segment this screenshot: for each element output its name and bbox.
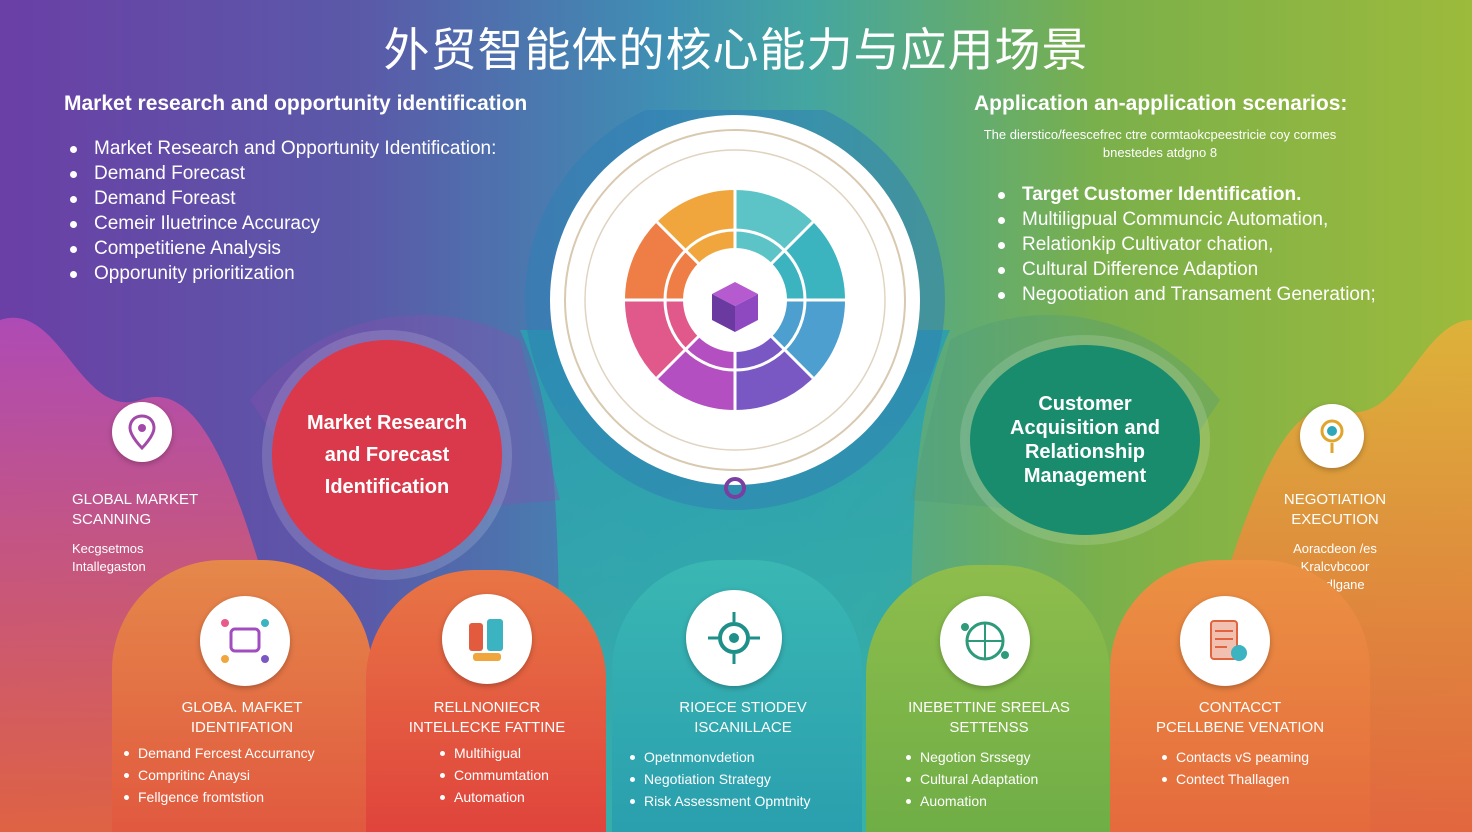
column-heading: CONTACCT	[1198, 699, 1282, 716]
customer-acquisition-circle: Customer Acquisition and Relationship Ma…	[970, 345, 1200, 535]
list-item: Negotion Srssegy	[904, 746, 1102, 768]
list-item: Relationkip Cultivator chation,	[994, 232, 1376, 257]
list-item: Cemeir Iluetrince Accuracy	[66, 211, 496, 236]
cube-icon	[712, 282, 758, 332]
column-heading: INEBETTINE SREELAS	[908, 699, 1070, 716]
list-item: Cultural Adaptation	[904, 768, 1102, 790]
location-pin-icon	[112, 402, 172, 462]
list-item: Auomation	[904, 790, 1102, 812]
circle-line: Market Research	[306, 412, 468, 434]
column-heading: GLOBA. MAFKET	[181, 699, 303, 716]
side-label: EXECUTION	[1291, 511, 1379, 528]
column-heading: ISCANILLACE	[694, 719, 792, 736]
list-item: Opetnmonvdetion	[628, 746, 858, 768]
right-panel-heading: Application an-application scenarios:	[974, 92, 1348, 115]
list-item: Multiligpual Communcic Automation,	[994, 207, 1376, 232]
circle-line: Identification	[324, 476, 450, 498]
list-item: Competitiene Analysis	[66, 236, 496, 261]
circle-line: and Forecast	[324, 444, 450, 466]
column-5-text: CONTACCT PCELLBENE VENATION Contacts vS …	[1120, 698, 1360, 790]
list-item: Automation	[438, 786, 602, 808]
column-4-text: INEBETTINE SREELAS SETTENSS Negotion Srs…	[876, 698, 1102, 812]
side-sub: Aoracdeon /es	[1293, 541, 1377, 556]
side-sub: Kralcvbcoor	[1300, 559, 1370, 574]
column-heading: INTELLECKE FATTINE	[408, 719, 566, 736]
left-panel-list: Market Research and Opportunity Identifi…	[66, 136, 496, 286]
circle-line: Management	[1023, 465, 1147, 487]
list-item: Target Customer Identification.	[994, 182, 1376, 207]
list-item: Demand Fercest Accurrancy	[122, 742, 362, 764]
side-sub: Intallegaston	[72, 559, 146, 574]
note-line: bnestedes atdgno 8	[1102, 145, 1218, 160]
list-item: Cultural Difference Adaption	[994, 257, 1376, 282]
network-icon	[200, 596, 290, 686]
list-item: Multihigual	[438, 742, 602, 764]
column-heading: SETTENSS	[949, 719, 1029, 736]
right-panel-list: Target Customer Identification. Multilig…	[994, 182, 1376, 307]
circle-line: Acquisition and	[1010, 417, 1160, 439]
column-heading: RIOECE STIODEV	[679, 699, 807, 716]
negotiation-icon	[1300, 404, 1364, 468]
negotiation-execution: NEGOTIATION EXECUTION Aoracdeon /es Kral…	[1270, 490, 1400, 594]
list-item: Risk Assessment Opmtnity	[628, 790, 858, 812]
gear-network-icon	[686, 590, 782, 686]
list-item: Compritinc Anaysi	[122, 764, 362, 786]
list-item: Commumtation	[438, 764, 602, 786]
column-heading: IDENTIFATION	[190, 719, 294, 736]
side-label: SCANNING	[72, 511, 152, 528]
list-item: Contect Thallagen	[1160, 768, 1360, 790]
column-heading: PCELLBENE VENATION	[1155, 719, 1325, 736]
column-heading: RELLNONIECR	[433, 699, 541, 716]
side-sub: Kecgsetmos	[72, 541, 144, 556]
column-3-text: RIOECE STIODEV ISCANILLACE Opetnmonvdeti…	[628, 698, 858, 812]
circle-line: Relationship	[1024, 441, 1145, 463]
list-item: Fellgence fromtstion	[122, 786, 362, 808]
central-wheel	[525, 110, 945, 510]
page-title: 外贸智能体的核心能力与应用场景	[383, 23, 1089, 77]
column-1-text: GLOBA. MAFKET IDENTIFATION Demand Ferces…	[122, 698, 362, 808]
list-item: Demand Forecast	[66, 161, 496, 186]
side-label: GLOBAL MARKET	[72, 491, 199, 508]
list-item: Contacts vS peaming	[1160, 746, 1360, 768]
market-research-circle: Market Research and Forecast Identificat…	[272, 340, 502, 570]
globe-people-icon	[940, 596, 1030, 686]
list-item: Demand Foreast	[66, 186, 496, 211]
list-item: Market Research and Opportunity Identifi…	[66, 136, 496, 161]
list-item: Negootiation and Transament Generation;	[994, 282, 1376, 307]
contract-icon	[1180, 596, 1270, 686]
global-market-scanning: GLOBAL MARKET SCANNING Kecgsetmos Intall…	[72, 490, 198, 576]
right-panel-note: The dierstico/feescefrec ctre cormtaokcp…	[960, 126, 1360, 162]
circle-line: Customer	[1038, 393, 1132, 415]
column-2-text: RELLNONIECR INTELLECKE FATTINE Multihigu…	[372, 698, 602, 808]
intelligence-icon	[442, 594, 532, 684]
note-line: The dierstico/feescefrec ctre cormtaokcp…	[983, 127, 1337, 142]
left-panel-heading: Market research and opportunity identifi…	[64, 92, 528, 115]
list-item: Negotiation Strategy	[628, 768, 858, 790]
side-label: NEGOTIATION	[1283, 491, 1387, 508]
list-item: Opporunity prioritization	[66, 261, 496, 286]
